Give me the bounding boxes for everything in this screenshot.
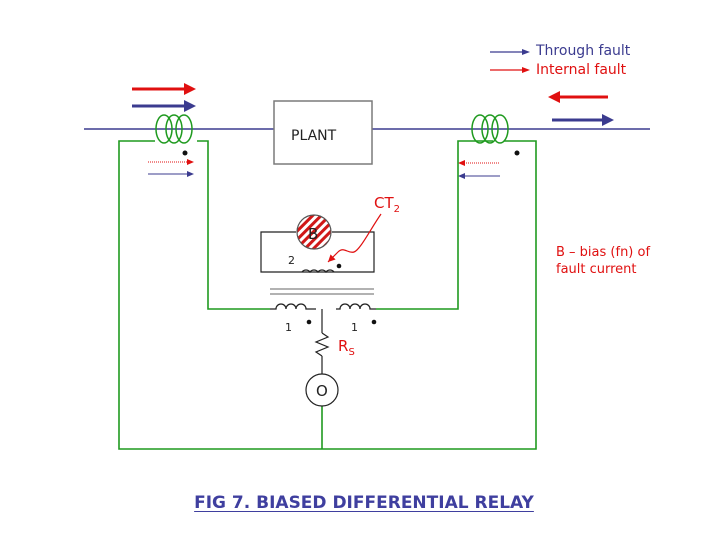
winding-2-label: 2 <box>288 254 295 267</box>
operating-coil-label: O <box>316 382 328 400</box>
bias-note-line2: fault current <box>556 262 637 277</box>
right-small-blue-arrow <box>458 173 500 179</box>
legend: Through fault Internal fault <box>490 43 631 78</box>
winding-1-left-label: 1 <box>285 321 292 334</box>
right-ct-coil <box>471 114 509 144</box>
internal-fault-label: Internal fault <box>536 62 627 78</box>
left-red-arrow <box>132 83 196 95</box>
left-small-red-arrow <box>148 159 194 165</box>
ct2-subscript: 2 <box>394 204 400 215</box>
operating-coil <box>305 373 339 407</box>
plant-label: PLANT <box>291 128 337 144</box>
bias-coil <box>270 303 376 310</box>
left-blue-arrow <box>132 100 196 112</box>
left-small-blue-arrow <box>148 171 194 177</box>
bias-element-label: B <box>308 225 318 243</box>
through-fault-legend-arrow <box>490 49 530 55</box>
ct2-label: CT2 <box>374 194 400 215</box>
rs-main-text: R <box>338 337 348 355</box>
internal-fault-legend-arrow <box>490 67 530 73</box>
ct2-main-text: CT <box>374 194 394 212</box>
winding-1-right-label: 1 <box>351 321 358 334</box>
right-small-red-arrow <box>458 160 500 166</box>
stabilizing-resistor <box>314 309 330 374</box>
transformer-core <box>270 288 374 295</box>
bias-note-line1: B – bias (fn) of <box>556 245 650 260</box>
rs-subscript: S <box>348 347 354 358</box>
bias-winding-coil <box>301 269 335 274</box>
left-ct-polarity-dot <box>182 150 188 156</box>
figure-caption: FIG 7. BIASED DIFFERENTIAL RELAY <box>0 493 728 513</box>
rs-label: RS <box>338 337 355 358</box>
figure-caption-text: FIG 7. BIASED DIFFERENTIAL RELAY <box>194 493 534 513</box>
bias-element <box>296 214 332 250</box>
bias-coil-right-dot <box>371 319 377 325</box>
ct2-pointer-arrow <box>327 213 382 263</box>
bias-winding-dot <box>336 263 342 269</box>
through-fault-label: Through fault <box>535 43 631 59</box>
secondary-wiring <box>118 140 537 450</box>
bias-coil-left-dot <box>306 319 312 325</box>
right-red-arrow <box>548 91 608 103</box>
right-blue-arrow <box>552 114 614 126</box>
left-ct-coil <box>155 114 193 144</box>
right-ct-polarity-dot <box>514 150 520 156</box>
plant-box <box>273 100 373 165</box>
